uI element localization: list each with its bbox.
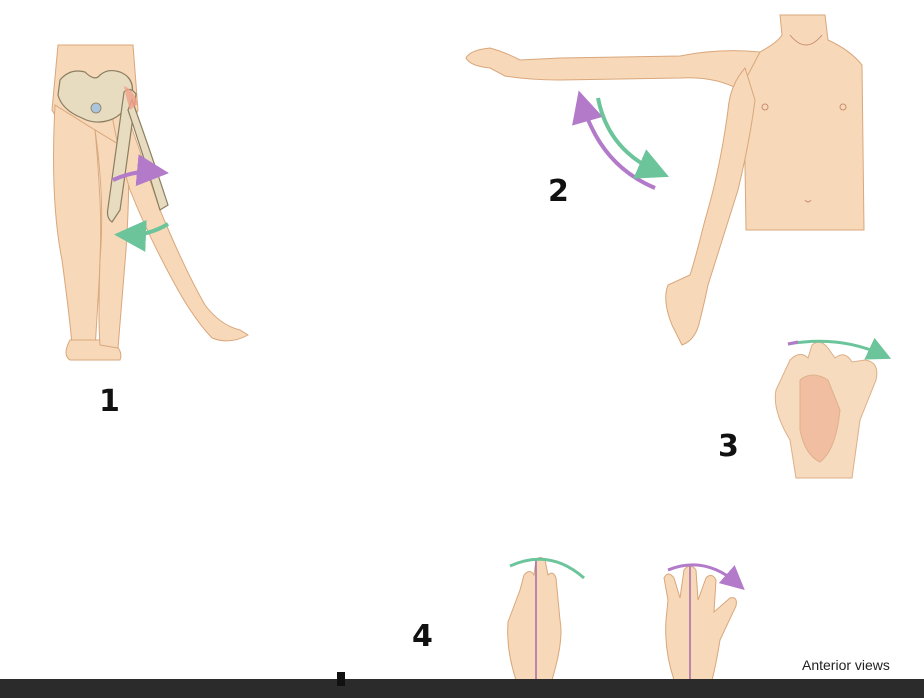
finger-arrow — [787, 337, 892, 360]
abducted-leg — [111, 93, 249, 342]
bottom-bar — [0, 679, 924, 698]
figure-label-3: 3 — [718, 429, 739, 464]
anterior-views-caption: Anterior views — [802, 657, 890, 673]
femur-bone — [106, 88, 137, 223]
adduction-arrow-green — [596, 97, 669, 179]
bottom-bar-marker — [337, 672, 345, 686]
hand-front — [799, 374, 841, 463]
adducted-arm — [665, 67, 756, 346]
abducted-hand — [663, 565, 737, 681]
abduction-arrow-purple — [667, 563, 745, 590]
figure-3-hand — [774, 337, 892, 479]
adduction-arrow-green — [509, 557, 585, 580]
abduction-arrow-purple — [112, 154, 169, 187]
figure-1-lower-limb — [51, 44, 249, 361]
adducted-hand — [507, 557, 562, 681]
torso-skin — [743, 14, 865, 231]
figure-label-2: 2 — [548, 174, 569, 209]
standing-leg — [53, 104, 102, 351]
figure-4-hands — [507, 557, 745, 681]
pelvis-bone — [57, 69, 134, 123]
figure-label-4: 4 — [412, 619, 433, 654]
abducted-arm — [465, 47, 761, 91]
figure-2-upper-limb — [465, 14, 865, 346]
figure-label-1: 1 — [99, 384, 120, 419]
abduction-arrow-purple — [572, 90, 656, 190]
hip-muscle-highlight — [124, 86, 138, 110]
adduction-arrow-green — [114, 219, 170, 252]
